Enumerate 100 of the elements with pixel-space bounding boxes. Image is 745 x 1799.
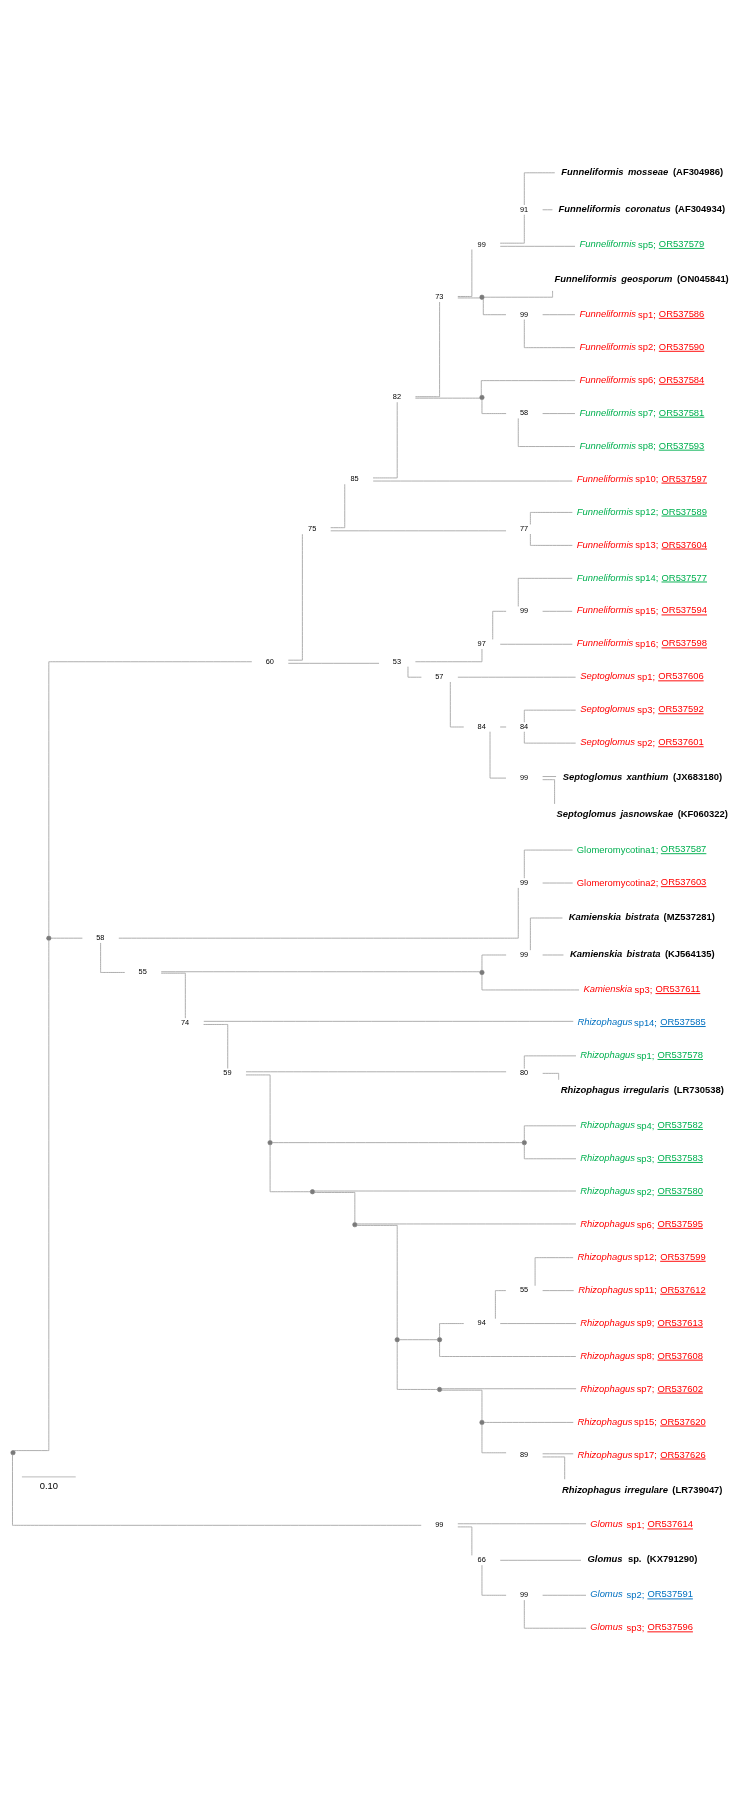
connector [356, 1225, 398, 1338]
connector [271, 1142, 523, 1144]
connector [118, 887, 519, 939]
node-text: 84 [519, 721, 529, 731]
connector [160, 971, 481, 973]
connector [534, 1257, 574, 1287]
connector [499, 245, 576, 247]
connector [415, 397, 481, 399]
node-text: Rhizophagus sp14; OR537585 [577, 1016, 706, 1028]
connector [100, 942, 126, 973]
connector [523, 731, 577, 744]
connector [457, 676, 576, 678]
node-text: 94 [477, 1318, 486, 1328]
node-text: 58 [519, 408, 529, 418]
node-text: Rhizophagus sp12; OR537599 [577, 1250, 706, 1263]
node-text: 99 [435, 1520, 444, 1530]
node-text: Funneliformis mosseae (AF304986) [561, 165, 724, 177]
connector [517, 577, 573, 607]
node-text: Rhizophagus sp11; OR537612 [578, 1283, 706, 1296]
node-text: 66 [477, 1555, 486, 1565]
connector [542, 954, 564, 956]
connector [449, 681, 465, 728]
node-point [479, 1419, 485, 1425]
node-text: Funneliformis sp16; OR537598 [576, 637, 708, 650]
connector [523, 1125, 577, 1141]
node-point [479, 394, 485, 400]
node-text: Funneliformis coronatus (AF304934) [558, 202, 726, 214]
node-text: Funneliformis sp10; OR537597 [576, 472, 708, 485]
node-text: Septoglomus jasnowskae (KF060322) [556, 808, 728, 820]
connector [457, 249, 473, 297]
connector [495, 1290, 507, 1320]
connector [160, 972, 186, 1019]
connector [542, 1594, 587, 1596]
connector [542, 1453, 574, 1455]
node-text: Kamienskia sp3; OR537611 [583, 983, 701, 995]
node-point [10, 1450, 16, 1456]
node-text: Funneliformis sp6; OR537584 [579, 373, 705, 386]
connector [407, 666, 422, 678]
connector [439, 1341, 577, 1357]
node-text: 82 [392, 392, 402, 402]
connector [482, 298, 507, 316]
node-point [267, 1140, 273, 1146]
connector [245, 1074, 271, 1141]
node-text: 85 [350, 474, 359, 484]
node-text: Septoglomus xanthium (JX683180) [562, 771, 723, 783]
connector [542, 1456, 566, 1480]
node-text: 99 [519, 949, 529, 959]
node-point [479, 969, 485, 975]
connector [441, 1388, 577, 1390]
node-text: 91 [519, 204, 529, 214]
node-text: Rhizophagus sp1; OR537578 [580, 1049, 703, 1061]
connector [483, 1422, 574, 1423]
node-text: Funneliformis sp7; OR537581 [579, 406, 705, 419]
connector [12, 1454, 422, 1526]
node-text: 80 [519, 1068, 529, 1078]
node-text: Funneliformis sp14; OR537577 [576, 571, 708, 584]
node-text: 60 [265, 656, 274, 666]
connector [529, 917, 563, 951]
connector [481, 1564, 507, 1596]
connector [523, 319, 576, 349]
connector [489, 731, 507, 779]
node-text: Funneliformis sp12; OR537589 [576, 505, 708, 518]
node-text: Rhizophagus sp15; OR537620 [577, 1415, 706, 1428]
connector [203, 1024, 229, 1069]
node-text: Rhizophagus sp7; OR537602 [580, 1382, 703, 1395]
connector [314, 1192, 356, 1223]
node-text: Rhizophagus sp2; OR537580 [580, 1184, 703, 1197]
node-text: 73 [435, 292, 444, 302]
node-text: Funneliformis sp15; OR537594 [576, 604, 708, 617]
node-text: 55 [138, 967, 147, 977]
node-text: 58 [96, 933, 105, 943]
connector [542, 882, 574, 884]
node-text: 99 [519, 772, 529, 782]
node-text: Rhizophagus sp4; OR537582 [580, 1118, 703, 1131]
node-text: 84 [477, 721, 486, 731]
connector [441, 1389, 483, 1421]
node-text: Glomus sp. (KX791290) [587, 1553, 698, 1565]
node-text: 55 [519, 1285, 529, 1295]
connector [499, 214, 525, 244]
connector [50, 937, 83, 939]
connector [330, 530, 507, 532]
node-text: Glomus sp3; OR537596 [590, 1621, 693, 1634]
node-text: Glomus sp2; OR537591 [590, 1588, 693, 1601]
connector [287, 533, 303, 661]
node-text: 99 [519, 606, 529, 616]
connector [523, 709, 577, 723]
connector [415, 648, 483, 663]
node-text: 99 [519, 309, 529, 319]
node-text: Rhizophagus sp8; OR537608 [580, 1349, 703, 1362]
node-text: 89 [519, 1450, 529, 1460]
connector [457, 1523, 587, 1525]
connector [269, 1144, 311, 1193]
node-text: 75 [308, 524, 317, 534]
connector [529, 533, 573, 546]
connector [529, 512, 573, 525]
connector [542, 776, 557, 777]
connector [415, 301, 440, 398]
connector [330, 483, 346, 529]
connector [356, 1223, 577, 1225]
connector [457, 1526, 473, 1556]
